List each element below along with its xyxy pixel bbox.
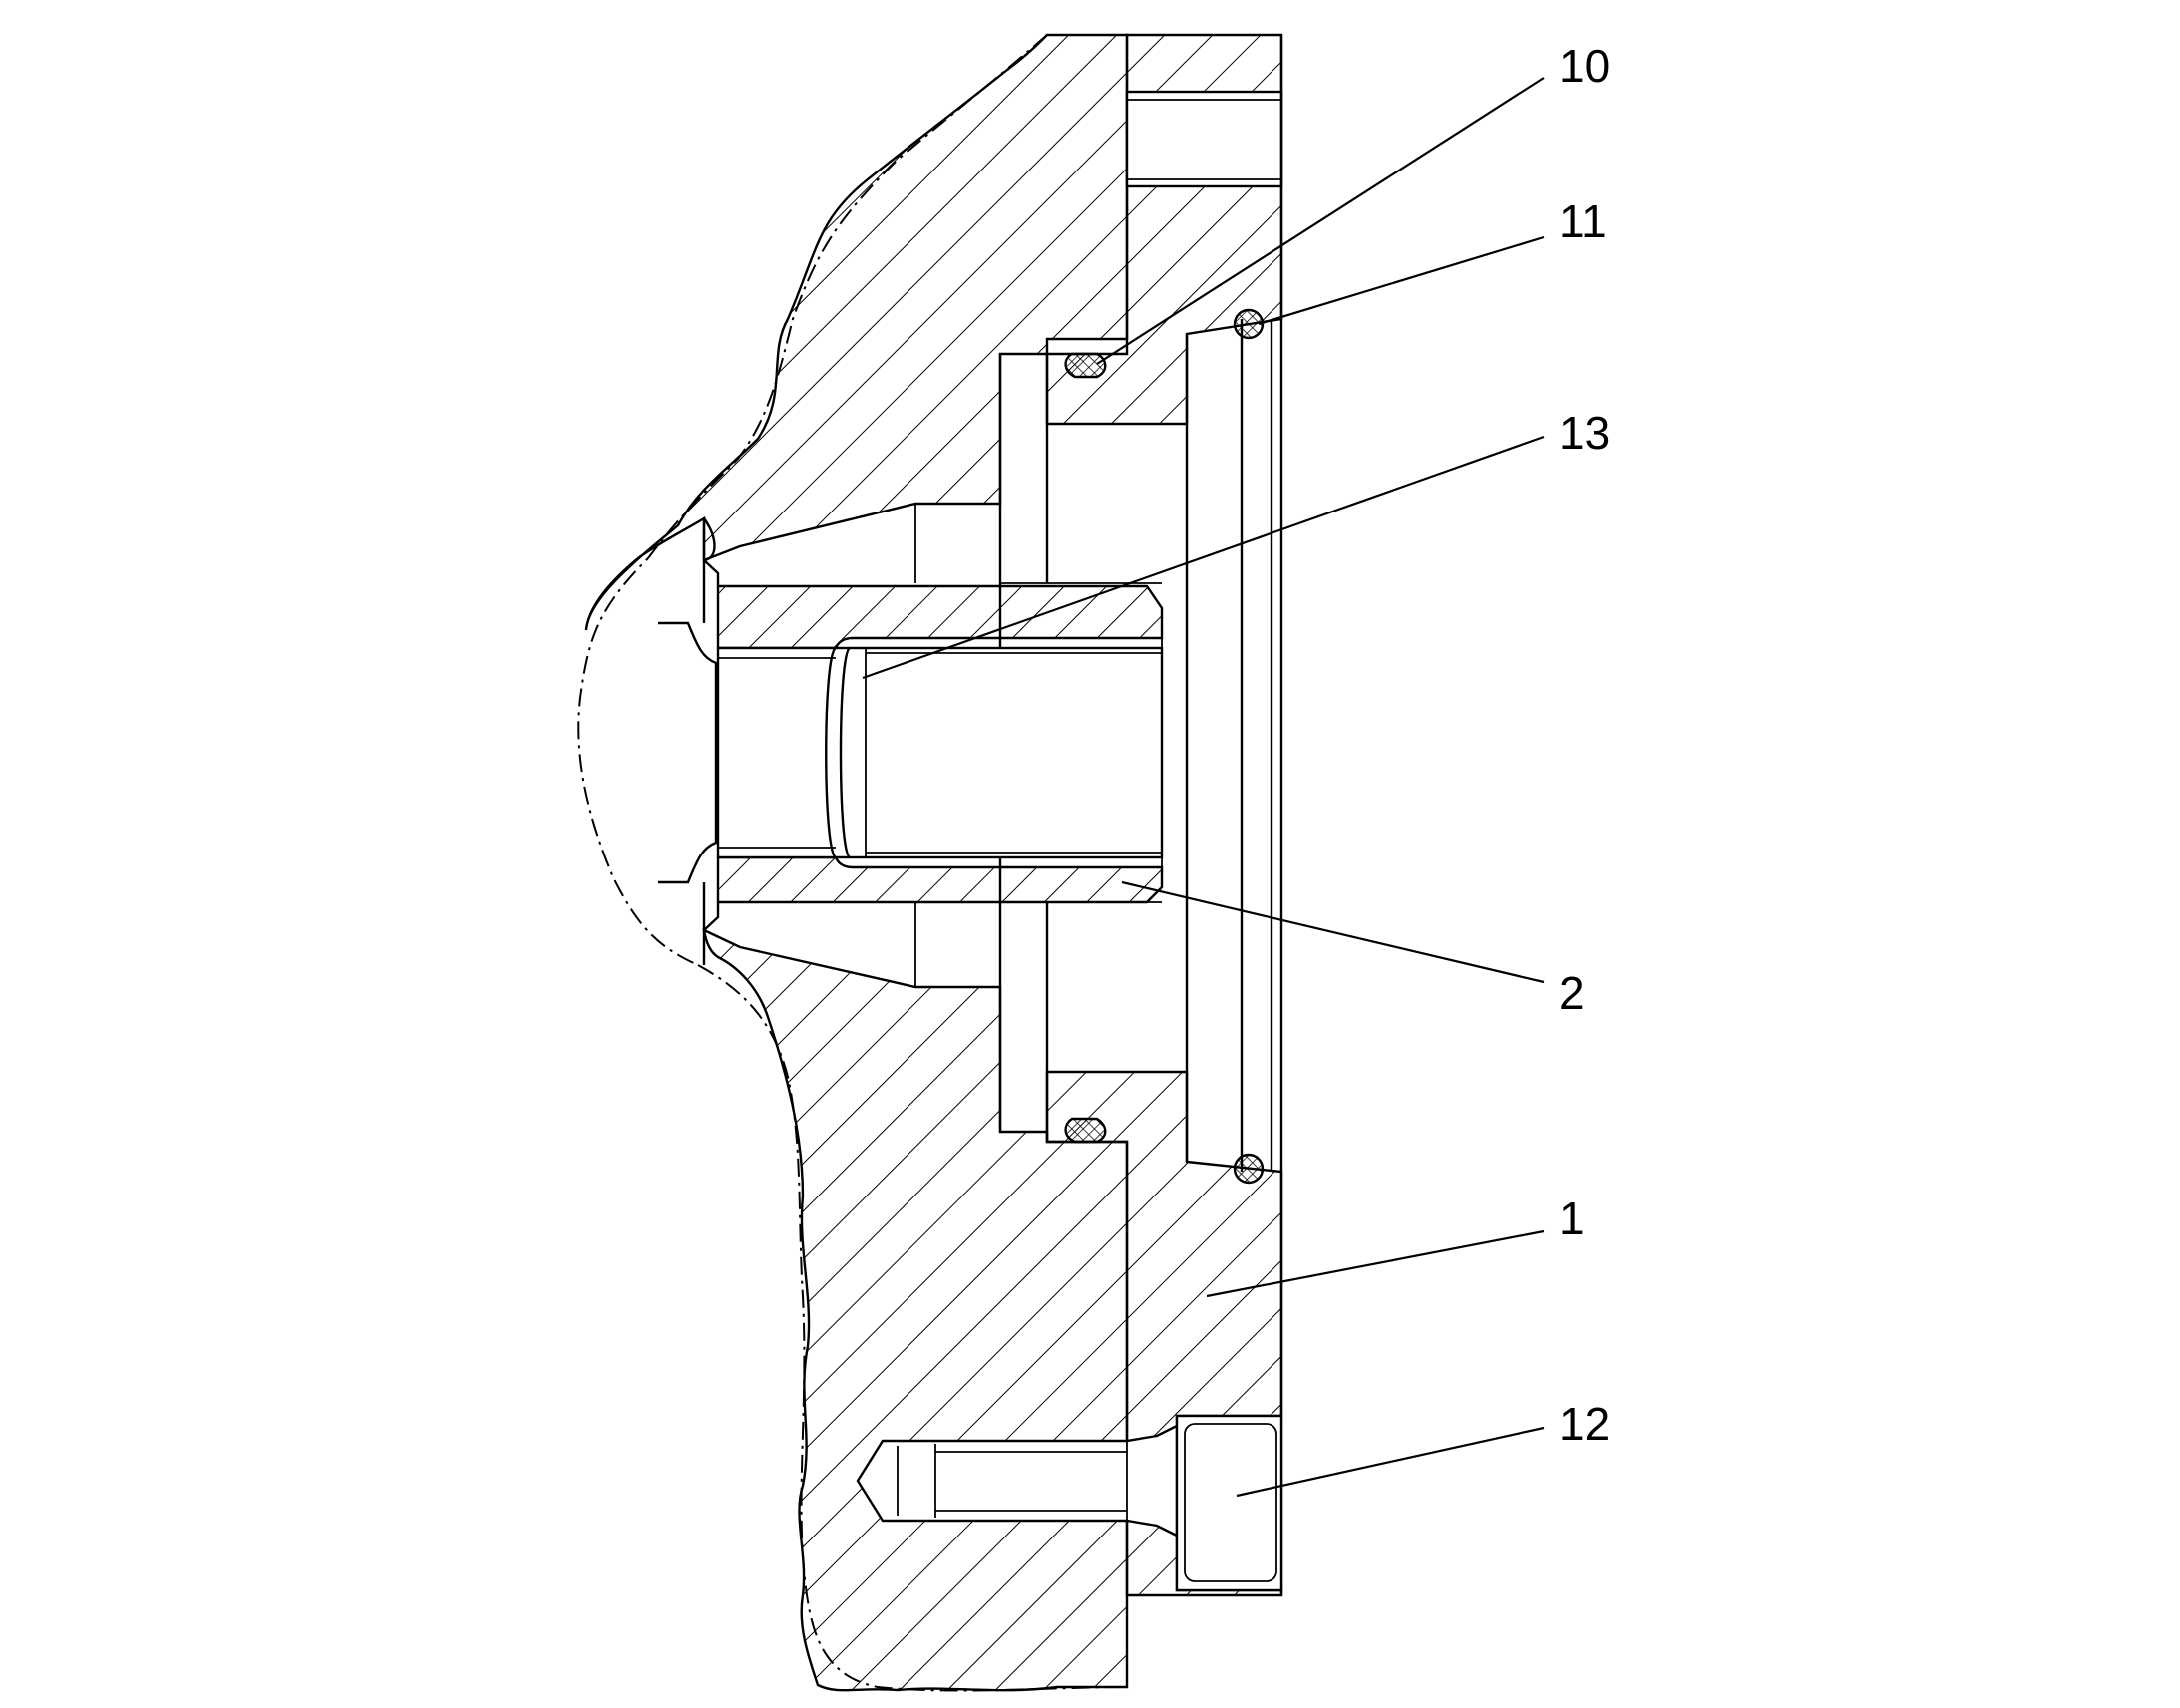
label-11: 11: [1559, 195, 1607, 247]
o-ring-10-lower: [1064, 1117, 1107, 1144]
label-12: 12: [1559, 1398, 1610, 1450]
leader-1: [1206, 1229, 1545, 1298]
label-13: 13: [1559, 407, 1610, 459]
o-ring-10-upper: [1064, 352, 1107, 379]
cap-screw: [856, 1414, 1283, 1592]
part-labels: 10 11 13 2 1 12: [1559, 40, 1610, 1450]
threaded-bushing: [714, 584, 1164, 904]
cover-plate: [1045, 33, 1283, 1597]
leader-lines: [862, 77, 1545, 1498]
leader-2: [1121, 880, 1545, 984]
leader-11: [1258, 235, 1545, 326]
o-ring-11-lower: [1233, 1153, 1265, 1185]
port-boss: [658, 517, 720, 965]
leader-10: [1096, 77, 1545, 365]
leader-13: [862, 435, 1545, 680]
o-ring-11-upper: [1233, 308, 1265, 340]
label-2: 2: [1559, 967, 1585, 1019]
leader-12: [1236, 1426, 1545, 1498]
label-10: 10: [1559, 40, 1610, 92]
label-1: 1: [1559, 1193, 1585, 1244]
